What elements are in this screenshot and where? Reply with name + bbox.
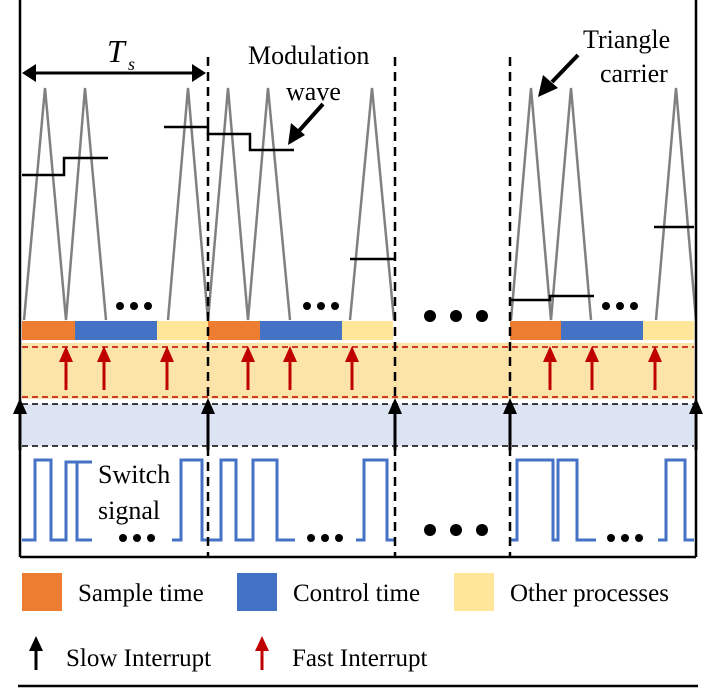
legend-label-fast: Fast Interrupt bbox=[292, 645, 427, 672]
modulation-step bbox=[510, 294, 594, 302]
control-time-bar bbox=[260, 321, 342, 340]
fast-interrupt-arrow bbox=[283, 346, 297, 390]
fast-interrupt-arrow bbox=[59, 346, 73, 390]
switch-pulse-train bbox=[510, 458, 596, 542]
other-process-bar bbox=[643, 321, 694, 340]
triangle-carrier bbox=[22, 87, 698, 321]
slow-interrupt-arrow bbox=[201, 398, 215, 450]
switch-pulse-train bbox=[22, 458, 92, 542]
modulation-label-line1: Modulation bbox=[248, 41, 369, 70]
carrier-wave bbox=[22, 87, 108, 321]
legend-swatch-sample bbox=[22, 573, 62, 611]
ellipsis-dots bbox=[116, 302, 643, 542]
carrier-wave bbox=[654, 87, 698, 321]
other-process-bar bbox=[342, 321, 393, 340]
switch-label-line2: signal bbox=[98, 496, 160, 525]
sample-time-bar bbox=[208, 321, 260, 340]
fast-interrupt-arrow bbox=[345, 346, 359, 390]
switch-pulse-train bbox=[172, 458, 208, 542]
switch-pulse-train bbox=[75, 462, 92, 542]
carrier-label-line1: Triangle bbox=[583, 25, 670, 54]
legend-label-other: Other processes bbox=[510, 580, 669, 607]
slow-interrupt-arrow bbox=[689, 398, 703, 450]
switch-label-line1: Switch bbox=[98, 460, 170, 489]
control-time-bar bbox=[75, 321, 157, 340]
legend-fast-arrow-icon bbox=[255, 636, 269, 670]
carrier-wave bbox=[206, 87, 292, 321]
slow-interrupt-arrow bbox=[13, 398, 27, 450]
carrier-arrow bbox=[538, 53, 580, 97]
switch-pulse-train bbox=[658, 458, 694, 542]
legend-label-slow: Slow Interrupt bbox=[66, 645, 211, 672]
slow-interrupt-arrow bbox=[503, 398, 517, 450]
modulation-step bbox=[22, 156, 108, 177]
legend-swatch-control bbox=[237, 573, 277, 611]
legend-slow-arrow-icon bbox=[29, 636, 43, 670]
switch-signal bbox=[22, 458, 694, 542]
legend-swatch-other bbox=[454, 573, 494, 611]
modulation-step bbox=[164, 125, 294, 152]
sample-time-bar bbox=[510, 321, 561, 340]
carrier-wave bbox=[509, 87, 593, 321]
modulation-arrow bbox=[288, 102, 325, 145]
sample-time-bar bbox=[22, 321, 75, 340]
fast-interrupt-arrow bbox=[241, 346, 255, 390]
fast-interrupt-arrow bbox=[648, 346, 662, 390]
switch-pulse-train bbox=[356, 458, 394, 542]
period-subscript: s bbox=[128, 54, 135, 74]
fast-interrupt-arrow bbox=[160, 346, 174, 390]
fast-interrupt-arrow bbox=[585, 346, 599, 390]
switch-pulse-train bbox=[208, 458, 295, 542]
modulation-wave bbox=[22, 125, 694, 302]
slow-interrupt-arrows bbox=[13, 398, 703, 450]
other-process-bar bbox=[157, 321, 208, 340]
control-time-bar bbox=[561, 321, 643, 340]
modulation-label-line2: wave bbox=[286, 77, 341, 106]
period-label: T bbox=[107, 33, 127, 69]
fast-interrupt-band bbox=[22, 343, 694, 399]
slow-interrupt-band bbox=[22, 404, 694, 446]
fast-interrupt-arrow bbox=[97, 346, 111, 390]
legend-label-sample: Sample time bbox=[78, 580, 204, 607]
legend-label-control: Control time bbox=[293, 580, 420, 607]
period-arrow bbox=[22, 64, 206, 82]
fast-interrupt-arrows bbox=[59, 346, 662, 390]
carrier-label-line2: carrier bbox=[600, 59, 668, 88]
process-bars bbox=[22, 321, 694, 340]
fast-interrupt-arrow bbox=[543, 346, 557, 390]
slow-interrupt-arrow bbox=[388, 398, 402, 450]
carrier-wave bbox=[348, 87, 396, 321]
legend: Sample time Control time Other processes… bbox=[18, 573, 698, 688]
carrier-wave bbox=[166, 87, 210, 321]
